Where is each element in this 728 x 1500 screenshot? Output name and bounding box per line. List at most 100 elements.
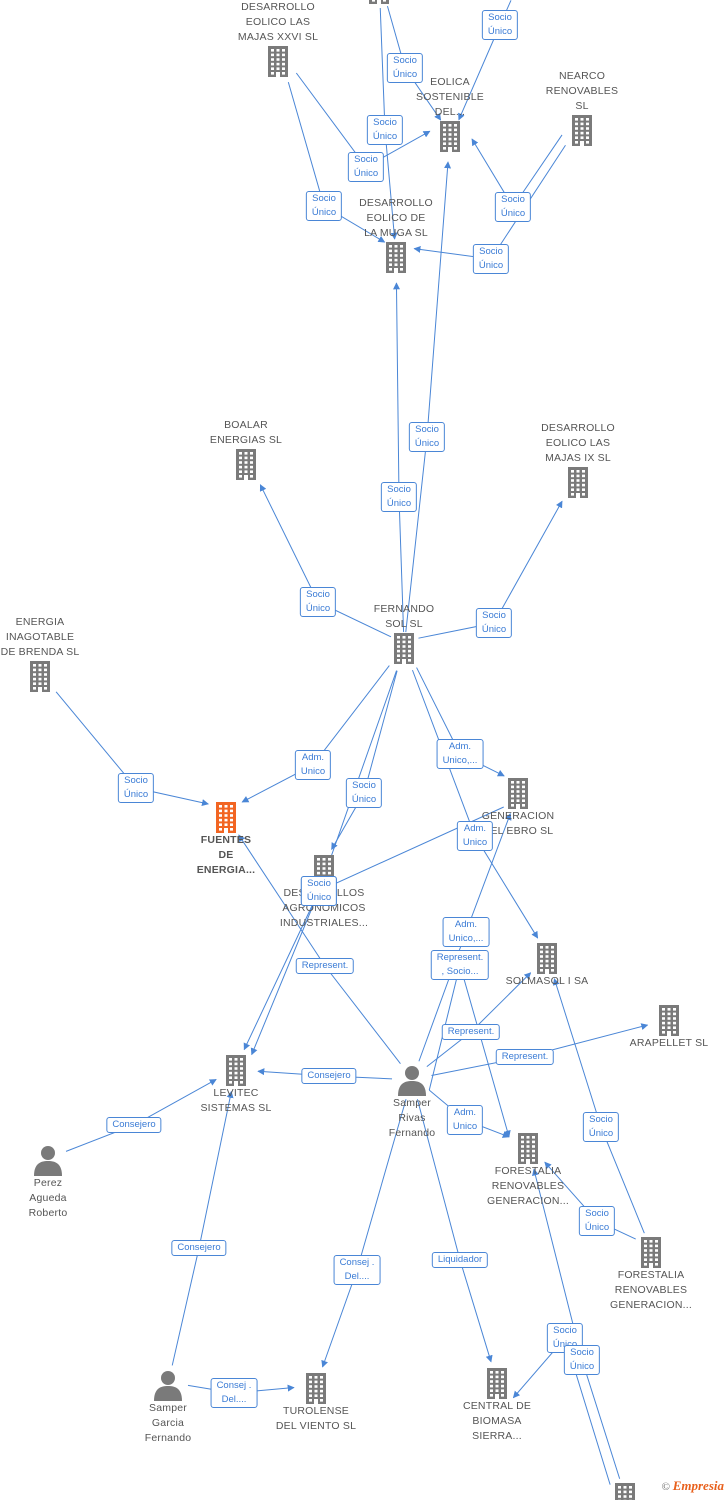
edge-label[interactable]: Consejero xyxy=(106,1117,162,1133)
edge-fernando-muga xyxy=(393,282,405,633)
edge-label[interactable]: Socio Único xyxy=(578,1206,616,1236)
node-majas26[interactable]: DESARROLLO EOLICO LAS MAJAS XXVI SL xyxy=(218,0,338,77)
node-label: ENERGIA INAGOTABLE DE BRENDA SL xyxy=(0,616,80,658)
edge-label[interactable]: Socio Único xyxy=(563,1345,601,1375)
building-icon xyxy=(268,46,288,77)
node-label: GENERACION DEL EBRO SL xyxy=(481,810,555,837)
edge-label[interactable]: Socio Único xyxy=(300,876,338,906)
building-icon xyxy=(518,1133,538,1164)
brand-footer[interactable]: © Empresia xyxy=(662,1478,724,1494)
edge-label[interactable]: Socio Único xyxy=(582,1112,620,1142)
edge-label[interactable]: Represent. xyxy=(495,1049,555,1065)
edge-label[interactable]: Socio Único xyxy=(299,587,337,617)
node-label: LEVITEC SISTEMAS SL xyxy=(200,1087,272,1114)
node-perez[interactable]: Perez Agueda Roberto xyxy=(0,1144,108,1221)
node-samperg[interactable]: Samper Garcia Fernando xyxy=(108,1369,228,1446)
node-eolica[interactable]: EOLICA SOSTENIBLE DEL... xyxy=(390,75,510,152)
node-bottom1[interactable] xyxy=(565,1482,685,1500)
node-levitec[interactable]: LEVITEC SISTEMAS SL xyxy=(176,1054,296,1116)
node-label: TUROLENSE DEL VIENTO SL xyxy=(275,1405,357,1432)
edge-label[interactable]: Socio Único xyxy=(345,778,383,808)
edge-label[interactable]: Socio Único xyxy=(472,244,510,274)
building-icon xyxy=(394,633,414,664)
edge-label[interactable]: Represent. xyxy=(441,1024,501,1040)
building-icon xyxy=(641,1237,661,1268)
brand-name: Empresia xyxy=(672,1478,724,1493)
node-label: ARAPELLET SL xyxy=(629,1037,709,1049)
building-icon xyxy=(615,1483,635,1500)
edge-label[interactable]: Socio Único xyxy=(366,115,404,145)
node-fernando[interactable]: FERNANDO SOL SL xyxy=(344,602,464,664)
node-label: DESARROLLO EOLICO LAS MAJAS XXVI SL xyxy=(237,1,319,43)
node-label: CENTRAL DE BIOMASA SIERRA... xyxy=(462,1400,532,1442)
edge-label[interactable]: Socio Único xyxy=(481,10,519,40)
edge-label[interactable]: Adm. Unico xyxy=(456,821,494,851)
node-samper[interactable]: Samper Rivas Fernando xyxy=(352,1064,472,1141)
building-icon xyxy=(440,121,460,152)
node-boalar[interactable]: BOALAR ENERGIAS SL xyxy=(186,418,306,480)
node-label: BOALAR ENERGIAS SL xyxy=(209,419,283,446)
node-forestalia1[interactable]: FORESTALIA RENOVABLES GENERACION... xyxy=(468,1132,588,1209)
edge-label[interactable]: Consejero xyxy=(301,1068,357,1084)
building-icon xyxy=(236,449,256,480)
node-label: Samper Rivas Fernando xyxy=(388,1097,436,1139)
building-icon xyxy=(568,467,588,498)
building-icon xyxy=(572,115,592,146)
building-icon xyxy=(306,1373,326,1404)
building-icon xyxy=(487,1368,507,1399)
edge-samperg-levitec xyxy=(171,1090,234,1366)
node-label: DESARROLLO EOLICO DE LA MUGA SL xyxy=(359,197,433,239)
edge-label[interactable]: Adm. Unico,... xyxy=(436,739,484,769)
node-label: EOLICA SOSTENIBLE DEL... xyxy=(416,76,484,118)
edge-label[interactable]: Represent. xyxy=(295,958,355,974)
edge-label[interactable]: Socio Único xyxy=(546,1323,584,1353)
node-nearco[interactable]: NEARCO RENOVABLES SL xyxy=(522,69,642,146)
node-fuentes[interactable]: FUENTES DE ENERGIA... xyxy=(166,801,286,878)
edge-label[interactable]: Socio Único xyxy=(475,608,513,638)
edge-label[interactable]: Adm. Unico,... xyxy=(442,917,490,947)
edge-label[interactable]: Socio Único xyxy=(494,192,532,222)
node-label: FERNANDO SOL SL xyxy=(373,603,435,630)
node-label: NEARCO RENOVABLES SL xyxy=(545,70,619,112)
node-label: Samper Garcia Fernando xyxy=(144,1402,192,1444)
edge-label[interactable]: Adm. Unico xyxy=(294,750,332,780)
edge-label[interactable]: Liquidador xyxy=(431,1252,489,1268)
person-icon xyxy=(34,1146,62,1176)
node-brenda[interactable]: ENERGIA INAGOTABLE DE BRENDA SL xyxy=(0,615,100,692)
edge-label[interactable]: Socio Único xyxy=(386,53,424,83)
node-label: SOLMASOL I SA xyxy=(505,975,589,987)
node-biomasa[interactable]: CENTRAL DE BIOMASA SIERRA... xyxy=(437,1367,557,1444)
node-label: DESARROLLO EOLICO LAS MAJAS IX SL xyxy=(541,422,615,464)
building-icon xyxy=(659,1005,679,1036)
edge-label[interactable]: Socio Único xyxy=(380,482,418,512)
building-icon xyxy=(386,242,406,273)
building-icon xyxy=(30,661,50,692)
edge-label[interactable]: Socio Único xyxy=(408,422,446,452)
edge-label[interactable]: Consej . Del.... xyxy=(210,1378,258,1408)
copyright-symbol: © xyxy=(661,1481,670,1493)
edge-label[interactable]: Socio Único xyxy=(305,191,343,221)
edge-label[interactable]: Adm. Unico xyxy=(446,1105,484,1135)
edge-label[interactable]: Socio Único xyxy=(117,773,155,803)
person-icon xyxy=(154,1371,182,1401)
node-turolense[interactable]: TUROLENSE DEL VIENTO SL xyxy=(256,1372,376,1434)
edge-label[interactable]: Socio Único xyxy=(347,152,385,182)
edge-label[interactable]: Represent. , Socio... xyxy=(430,950,490,980)
node-top1[interactable] xyxy=(319,0,439,4)
node-solmasol[interactable]: SOLMASOL I SA xyxy=(487,942,607,989)
node-label: FORESTALIA RENOVABLES GENERACION... xyxy=(487,1165,569,1207)
building-icon xyxy=(226,1055,246,1086)
node-generacion[interactable]: GENERACION DEL EBRO SL xyxy=(458,777,578,839)
node-majas9[interactable]: DESARROLLO EOLICO LAS MAJAS IX SL xyxy=(518,421,638,498)
building-icon xyxy=(216,802,236,833)
edge-label[interactable]: Consejero xyxy=(171,1240,227,1256)
person-icon xyxy=(398,1066,426,1096)
node-label: FORESTALIA RENOVABLES GENERACION... xyxy=(610,1269,692,1311)
node-label: FUENTES DE ENERGIA... xyxy=(196,834,256,876)
node-muga[interactable]: DESARROLLO EOLICO DE LA MUGA SL xyxy=(336,196,456,273)
building-icon xyxy=(369,0,389,4)
edge-label[interactable]: Consej . Del.... xyxy=(333,1255,381,1285)
node-arapellet[interactable]: ARAPELLET SL xyxy=(609,1004,728,1051)
node-forestalia2[interactable]: FORESTALIA RENOVABLES GENERACION... xyxy=(591,1236,711,1313)
